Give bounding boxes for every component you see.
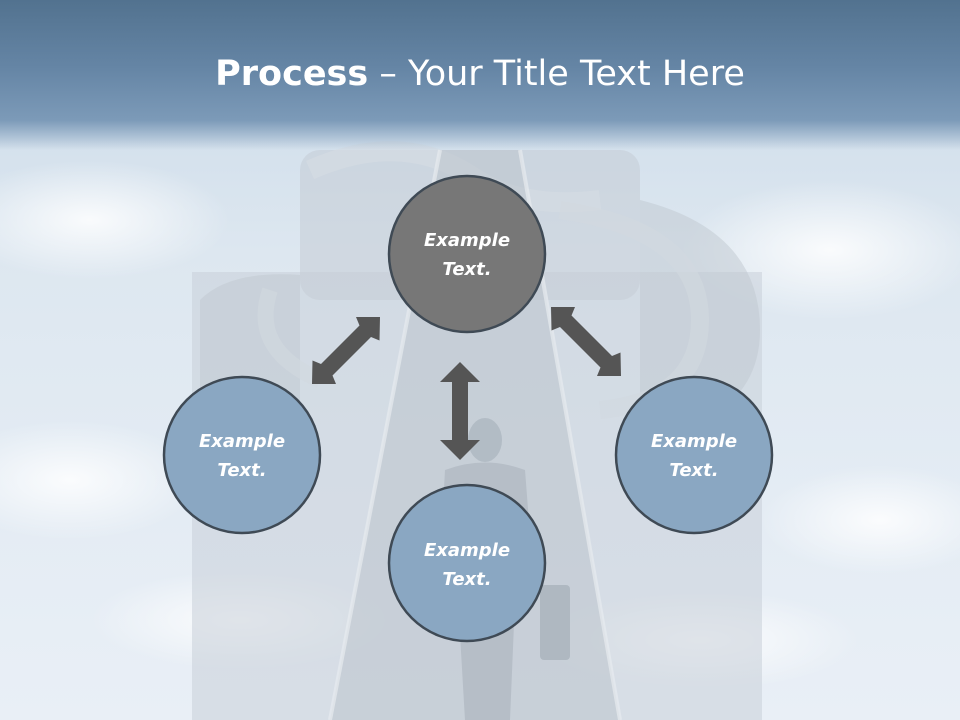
node-right-circle <box>614 375 774 535</box>
node-bottom-line2: Text. <box>442 569 491 590</box>
title-rest: – Your Title Text Here <box>368 54 745 94</box>
node-left-line1: Example <box>199 431 285 452</box>
node-bottom-line1: Example <box>424 540 510 561</box>
node-left-circle <box>162 375 322 535</box>
node-bottom-circle <box>387 483 547 643</box>
node-left-line2: Text. <box>217 460 266 481</box>
node-top: Example Text. <box>387 174 547 334</box>
title-bar <box>0 0 960 150</box>
node-top-line2: Text. <box>442 259 491 280</box>
node-bottom: Example Text. <box>387 483 547 643</box>
node-top-circle <box>387 174 547 334</box>
node-right-line1: Example <box>651 431 737 452</box>
slide-title: Process – Your Title Text Here <box>0 52 960 96</box>
arrows <box>312 307 621 460</box>
title-bold: Process <box>215 54 369 94</box>
double-arrow-vertical <box>440 362 480 460</box>
node-right: Example Text. <box>614 375 774 535</box>
double-arrow-upper-right <box>551 307 621 376</box>
node-left: Example Text. <box>162 375 322 535</box>
double-arrow-upper-left <box>312 317 380 384</box>
node-right-line2: Text. <box>669 460 718 481</box>
node-top-line1: Example <box>424 230 510 251</box>
